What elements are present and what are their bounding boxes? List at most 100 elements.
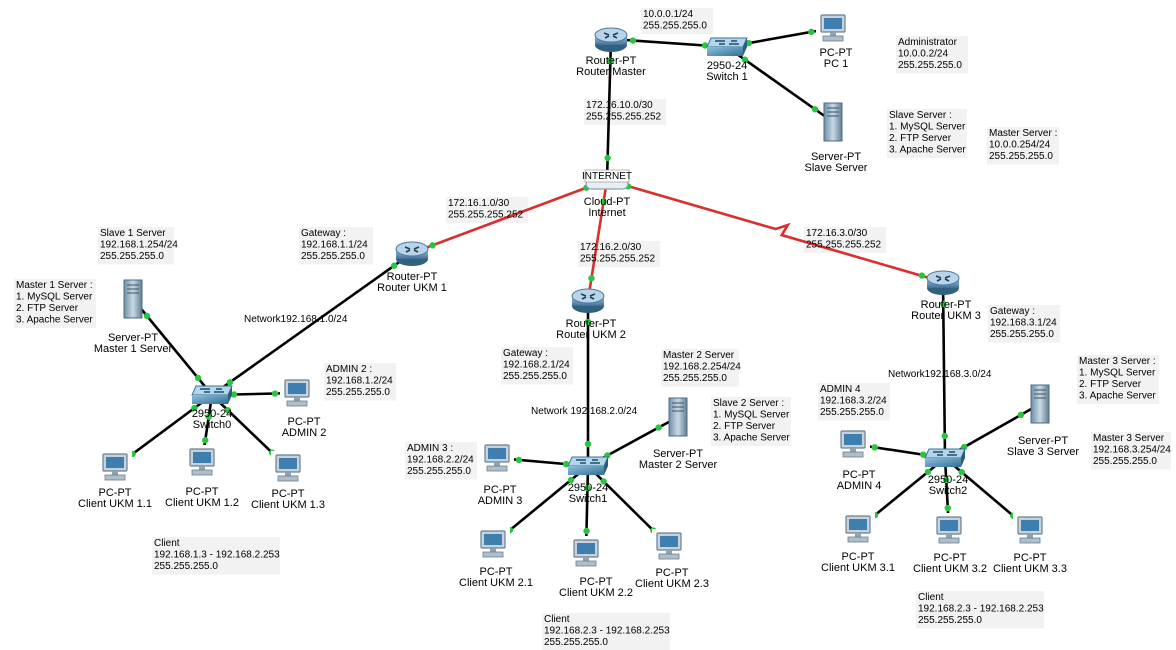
note-background — [711, 397, 791, 446]
device-type-label: PC-PT — [580, 576, 613, 588]
annotation-text: 255.255.255.0 — [503, 371, 567, 382]
server-slave_server[interactable] — [823, 102, 843, 142]
port-indicator — [226, 379, 234, 386]
annotation-text: 1. MySQL Server — [1079, 368, 1156, 379]
annotation-text: Client — [154, 538, 180, 549]
server-icon — [668, 397, 688, 437]
note-background — [804, 227, 886, 253]
device-type-label: PC-PT — [842, 551, 875, 563]
device-name-label: Client UKM 2.3 — [635, 578, 709, 590]
pc-pc1[interactable] — [816, 11, 850, 45]
port-indicator — [741, 56, 749, 63]
annotation-text: 10.0.0.254/24 — [989, 140, 1051, 151]
port-indicator — [584, 440, 592, 448]
note-background — [818, 383, 890, 421]
pc-c11[interactable] — [98, 450, 132, 484]
link-internet-router_ukm3 — [606, 178, 944, 284]
pc-c21[interactable] — [476, 527, 510, 561]
device-type-label: PC-PT — [272, 488, 305, 500]
annotation-text: 255.255.255.0 — [301, 251, 365, 262]
switch-switch0[interactable] — [191, 385, 233, 405]
annotation-text: 192.168.3.2/24 — [820, 396, 887, 407]
network-label: Network 192.168.2.0/24 — [531, 406, 638, 417]
device-type-label: Router-PT — [566, 318, 617, 330]
annotation-text: 255.255.255.0 — [990, 329, 1054, 340]
annotation-text: Administrator — [898, 37, 958, 48]
note-background — [896, 36, 968, 74]
note-background — [661, 349, 739, 387]
pc-icon — [840, 430, 866, 458]
annotation-text: 255.255.255.252 — [448, 210, 524, 221]
pc-c13[interactable] — [271, 451, 305, 485]
port-indicator — [920, 451, 927, 458]
port-indicator — [191, 404, 198, 412]
note-background — [641, 8, 713, 34]
link-router_ukm3-switch2 — [941, 281, 947, 459]
switch-switch1[interactable] — [706, 37, 748, 57]
device-type-label: PC-PT — [934, 552, 967, 564]
note-background — [578, 241, 660, 267]
annotation-text: 255.255.255.252 — [586, 112, 662, 123]
port-indicator — [271, 390, 279, 397]
annotation-text: 255.255.255.0 — [820, 407, 884, 418]
device-name-label: ADMIN 4 — [837, 480, 882, 492]
annotation-text: 2. FTP Server — [16, 303, 79, 314]
port-indicator — [600, 198, 607, 205]
router-router_ukm2[interactable] — [571, 288, 605, 314]
network-label: Network192.168.1.0/24 — [244, 314, 348, 325]
pc-admin2[interactable] — [280, 376, 314, 410]
note-background — [542, 613, 670, 650]
switch-switch1b[interactable] — [567, 456, 609, 476]
switch-switch2[interactable] — [924, 448, 966, 468]
device-name-label: Client UKM 1.1 — [78, 498, 152, 510]
pc-c22[interactable] — [569, 536, 603, 570]
pc-c31[interactable] — [841, 512, 875, 546]
device-name-label: ADMIN 3 — [478, 495, 523, 507]
note-background — [584, 99, 666, 125]
device-type-label: Router-PT — [586, 55, 637, 67]
server-master2[interactable] — [668, 397, 688, 437]
internet-badge: INTERNET — [582, 171, 632, 182]
pc-admin4[interactable] — [836, 427, 870, 461]
server-slave3[interactable] — [1030, 384, 1050, 424]
port-indicator — [588, 275, 595, 282]
router-router_ukm1[interactable] — [395, 241, 429, 267]
port-indicator — [224, 407, 232, 414]
device-name-label: Switch2 — [929, 485, 968, 497]
pc-c12[interactable] — [185, 445, 219, 479]
pc-icon — [936, 516, 962, 544]
annotation-text: 255.255.255.0 — [154, 561, 218, 572]
annotation-text: Gateway : — [503, 348, 548, 359]
server-master1[interactable] — [123, 279, 143, 319]
annotation-text: Master Server : — [989, 128, 1057, 139]
device-type-label: Cloud-PT — [584, 196, 631, 208]
router-router_ukm3[interactable] — [926, 270, 960, 296]
pc-c33[interactable] — [1013, 513, 1047, 547]
internet-badge-box — [584, 169, 630, 183]
note-background — [299, 227, 373, 265]
annotation-text: 172.16.2.0/30 — [580, 242, 642, 253]
note-background — [887, 109, 967, 158]
router-icon — [571, 288, 605, 314]
router-icon — [395, 241, 429, 267]
note-background — [446, 197, 528, 223]
note-background — [1077, 355, 1159, 404]
port-indicator — [655, 424, 662, 431]
pc-c32[interactable] — [932, 513, 966, 547]
switch-icon — [567, 456, 609, 476]
device-name-label: Router Master — [576, 66, 646, 78]
annotation-text: 255.255.255.0 — [898, 60, 962, 71]
device-type-label: PC-PT — [484, 484, 517, 496]
pc-c23[interactable] — [652, 529, 686, 563]
device-type-label: Server-PT — [653, 448, 703, 460]
port-indicator — [390, 262, 398, 269]
device-type-label: 2950-24 — [928, 474, 968, 486]
port-indicator — [202, 437, 209, 444]
annotation-text: Slave Server : — [889, 110, 952, 121]
annotation-text: Gateway : — [990, 306, 1035, 317]
device-name-label: Switch 1 — [706, 71, 748, 83]
pc-icon — [284, 379, 310, 407]
pc-admin3[interactable] — [480, 441, 514, 475]
router-router_master[interactable] — [594, 27, 628, 53]
device-name-label: Router UKM 1 — [377, 282, 447, 294]
